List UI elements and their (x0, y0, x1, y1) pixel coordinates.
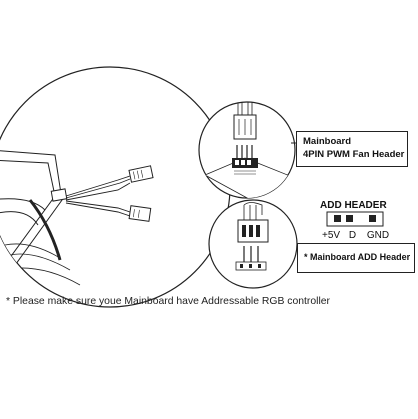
fan-argb-connector (128, 205, 152, 222)
fan-pwm-connector (128, 165, 154, 183)
pin-label-gnd: GND (366, 230, 390, 241)
pwm-label-line1: Mainboard (303, 136, 352, 147)
add-header-pinout (326, 211, 384, 227)
add-header-title: ADD HEADER (320, 200, 387, 211)
fan-body (0, 149, 81, 302)
footnote: * Please make sure youe Mainboard have A… (6, 296, 331, 307)
add-header-label-box: * Mainboard ADD Header (297, 243, 415, 273)
pin-gnd (369, 215, 376, 222)
pin-5v (334, 215, 341, 222)
pin-label-d: D (348, 230, 357, 241)
add-header-detail-circle (208, 199, 298, 289)
pwm-header-detail-circle (198, 101, 296, 199)
pwm-label-line2: 4PIN PWM Fan Header (303, 149, 405, 160)
add-pin-labels: +5V D GND (322, 230, 389, 241)
pin-d (346, 215, 353, 222)
pwm-header-label-box: Mainboard 4PIN PWM Fan Header (296, 131, 408, 167)
pin-label-5v: +5V (322, 230, 341, 241)
fan-cables (65, 175, 131, 217)
add-header-label: * Mainboard ADD Header (304, 252, 411, 262)
fan-detail-circle (0, 66, 231, 308)
